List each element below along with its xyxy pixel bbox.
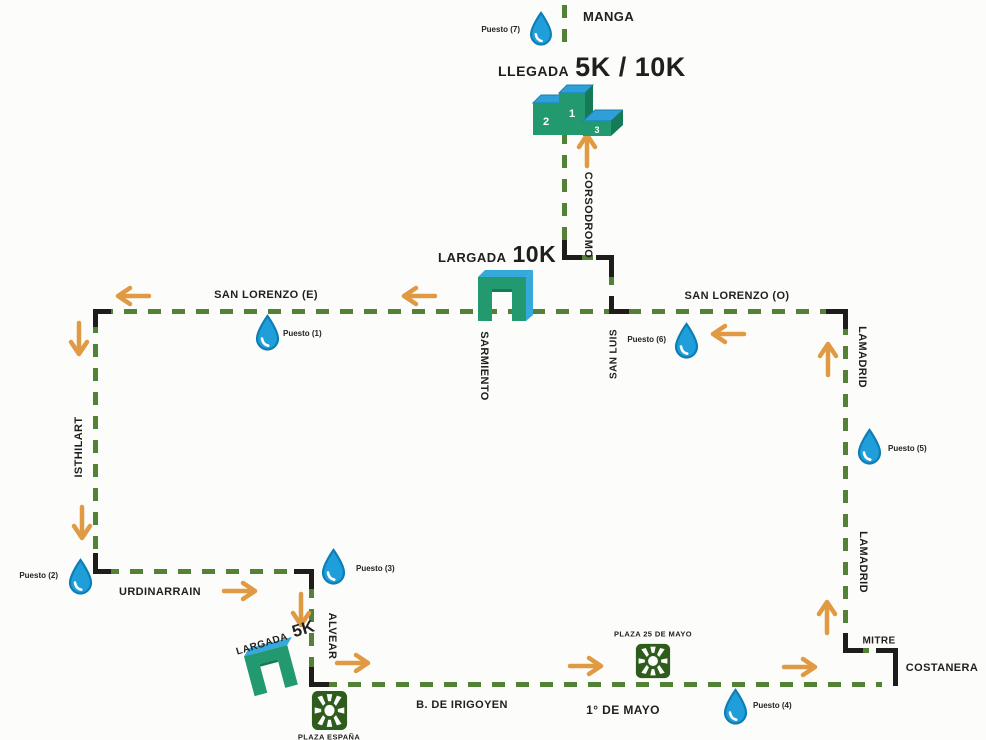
route-corner-sanlorenzo-lamadrid [826,309,848,329]
water-station-4-icon [722,688,749,731]
finish-title-value: 5K / 10K [575,52,686,82]
route-corner-corsodromo [562,240,582,260]
route-corner-urdinarrain-alvear [294,569,314,589]
water-station-3-label: Puesto (3) [356,564,395,573]
water-station-6-label: Puesto (6) [627,335,666,344]
route-segment-jog [580,255,602,260]
street-label-isthilart: ISTHILART [73,416,85,478]
direction-arrow-up-lamadrid-upper [817,340,839,378]
street-label-san-luis: SAN LUIS [608,329,620,379]
water-station-6-icon [673,322,700,365]
finish-title: LLEGADA 5K / 10K [498,52,686,83]
route-segment-corsodromo [562,131,567,243]
street-label-manga: MANGA [583,9,635,24]
street-label-corsodromo: CORSODROMO [582,171,594,259]
street-label-b-de-irigoyen: B. DE IRIGOYEN [416,699,508,711]
route-corner-sanlorenzo-isthilart [93,309,111,327]
plaza-25-de-mayo-label: PLAZA 25 DE MAYO [614,629,692,639]
route-segment-lamadrid [843,322,848,640]
direction-arrow-right-mayo [567,655,605,677]
direction-arrow-left-sanlorenzo-e [400,285,438,307]
plaza-espana-icon [311,690,348,736]
direction-arrow-down-isthilart-bottom [71,504,93,542]
direction-arrow-left-sanlorenzo-o [709,323,747,345]
direction-arrow-right-urdinarrain [221,580,259,602]
direction-arrow-right-costanera [781,656,819,678]
direction-arrow-down-isthilart-top [68,320,90,358]
finish-title-prefix: LLEGADA [498,63,570,79]
water-station-2-icon [67,558,94,601]
street-label-san-lorenzo-e: SAN LORENZO (E) [214,289,318,301]
direction-arrow-right-irigoyen [334,652,372,674]
street-label-alvear: ALVEAR [326,612,338,660]
route-corner-jog-sanluis [596,255,614,277]
water-station-5-label: Puesto (5) [888,444,927,453]
route-segment-isthilart [93,320,98,560]
water-station-7-icon [528,11,554,52]
water-station-2-label: Puesto (2) [19,571,58,580]
street-label-san-lorenzo-o: SAN LORENZO (O) [684,290,790,302]
start-10k-title: LARGADA 10K [438,241,556,268]
route-segment-corsodromo-top [562,5,567,50]
water-station-1-label: Puesto (1) [283,329,322,338]
water-station-5-icon [856,428,883,471]
water-station-1-icon [254,314,281,357]
podium-place-3: 3 [594,125,599,135]
start-10k-title-prefix: LARGADA [438,250,507,265]
route-corner-lamadrid-mitre [843,633,863,653]
water-station-3-icon [320,548,347,591]
start-10k-title-value: 10K [512,241,557,267]
street-label-lamadrid-upper: LAMADRID [856,326,868,388]
route-segment-urdinarrain [106,569,300,574]
route-segment-alvear [309,585,314,673]
direction-arrow-up-lamadrid-lower [816,598,838,636]
street-label-sarmiento: SARMIENTO [478,331,490,401]
plaza-25-de-mayo-icon [635,643,671,684]
street-label-costanera: COSTANERA [905,662,979,674]
start-arch-5k-icon [239,632,308,703]
street-label-lamadrid-lower: LAMADRID [857,531,869,593]
finish-podium-icon: 2 1 3 [527,83,625,146]
street-label-urdinarrain: URDINARRAIN [118,586,202,598]
street-label-mitre: MITRE [862,635,896,647]
route-segment-san-luis [609,272,614,302]
podium-place-1: 1 [569,108,575,120]
route-segment-san-lorenzo [100,309,828,314]
podium-place-2: 2 [543,116,549,128]
route-corner-mitre-costanera [876,648,898,686]
water-station-4-label: Puesto (4) [753,701,792,710]
route-corner-sanluis-sanlorenzo [609,296,629,314]
plaza-espana-label: PLAZA ESPAÑA [297,732,361,740]
street-label-1-de-mayo: 1° DE MAYO [586,703,660,717]
route-segment-irigoyen-mayo [324,682,882,687]
start-arch-10k-icon [476,265,536,328]
route-corner-isthilart-urdinarrain [93,553,111,574]
water-station-7-label: Puesto (7) [481,25,520,34]
route-segment-mitre [856,648,882,653]
direction-arrow-left-sanlorenzo-e-west [114,285,152,307]
route-corner-alvear-irigoyen [309,667,329,687]
